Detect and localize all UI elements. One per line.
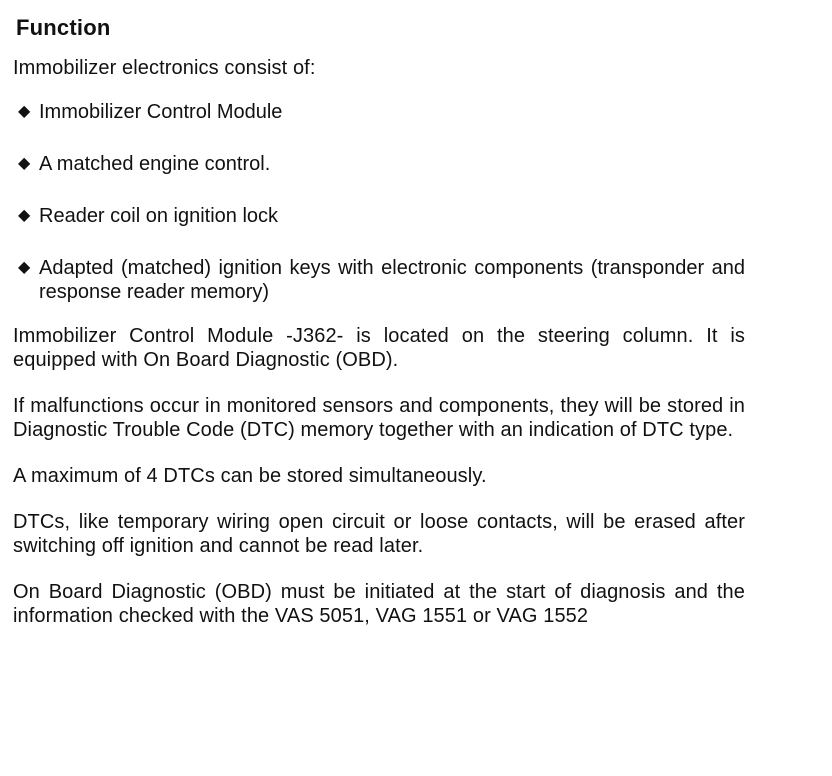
list-item: ◆ Reader coil on ignition lock [13,204,745,228]
diamond-bullet-icon: ◆ [18,155,31,172]
list-item-text: Immobilizer Control Module [39,101,283,123]
section-heading: Function [16,15,111,40]
list-item: ◆ Immobilizer Control Module [13,100,745,124]
list-item: ◆ Adapted (matched) ignition keys with e… [13,256,745,304]
diamond-bullet-icon: ◆ [18,207,31,224]
paragraph-location: Immobilizer Control Module -J362- is loc… [13,325,745,371]
intro-text: Immobilizer electronics consist of: [13,57,316,79]
paragraph-malfunctions: If malfunctions occur in monitored senso… [13,395,745,441]
paragraph-obd-start: On Board Diagnostic (OBD) must be initia… [13,581,745,627]
document-page: Function Immobilizer electronics consist… [13,14,745,628]
list-item-text: A matched engine control. [39,153,271,175]
diamond-bullet-icon: ◆ [18,103,31,120]
list-item: ◆ A matched engine control. [13,152,745,176]
paragraph-max-dtcs: A maximum of 4 DTCs can be stored simult… [13,465,487,487]
paragraph-erased-dtcs: DTCs, like temporary wiring open circuit… [13,511,745,557]
diamond-bullet-icon: ◆ [18,259,31,276]
list-item-text: Reader coil on ignition lock [39,205,279,227]
component-list: ◆ Immobilizer Control Module ◆ A matched… [13,100,745,304]
list-item-text: Adapted (matched) ignition keys with ele… [39,257,745,303]
